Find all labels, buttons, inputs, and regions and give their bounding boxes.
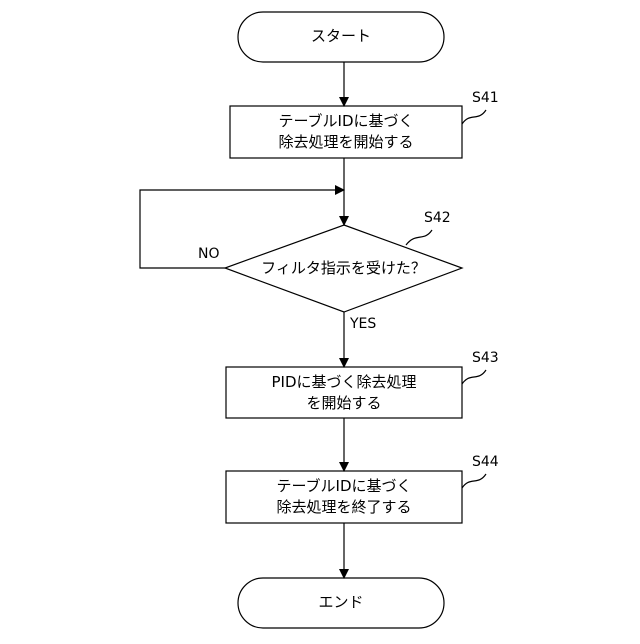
decision-s42-text: フィルタ指示を受けた？ [225,258,462,279]
step-s41-line-1: テーブルIDに基づく [230,111,462,132]
step-s42-id: S42 [424,210,451,226]
leader-s42 [406,230,432,245]
start-label: スタート [238,26,444,47]
step-s44-text: テーブルIDに基づく 除去処理を終了する [226,476,462,518]
step-s44-id: S44 [472,454,499,470]
step-s43-line-1: PIDに基づく除去処理 [226,372,462,393]
leader-s43 [462,370,486,384]
step-s43-text: PIDに基づく除去処理 を開始する [226,372,462,414]
leader-s44 [462,474,486,488]
step-s44-line-1: テーブルIDに基づく [226,476,462,497]
arrow-s42-no-loop [140,190,344,268]
leader-s41 [462,110,486,124]
step-s44-line-2: 除去処理を終了する [226,497,462,518]
step-s41-id: S41 [472,90,499,106]
step-s43-id: S43 [472,350,499,366]
step-s41-line-2: 除去処理を開始する [230,132,462,153]
step-s41-text: テーブルIDに基づく 除去処理を開始する [230,111,462,153]
step-s43-line-2: を開始する [226,393,462,414]
decision-no-label: NO [198,246,220,262]
end-label: エンド [238,592,444,613]
decision-yes-label: YES [350,316,376,332]
